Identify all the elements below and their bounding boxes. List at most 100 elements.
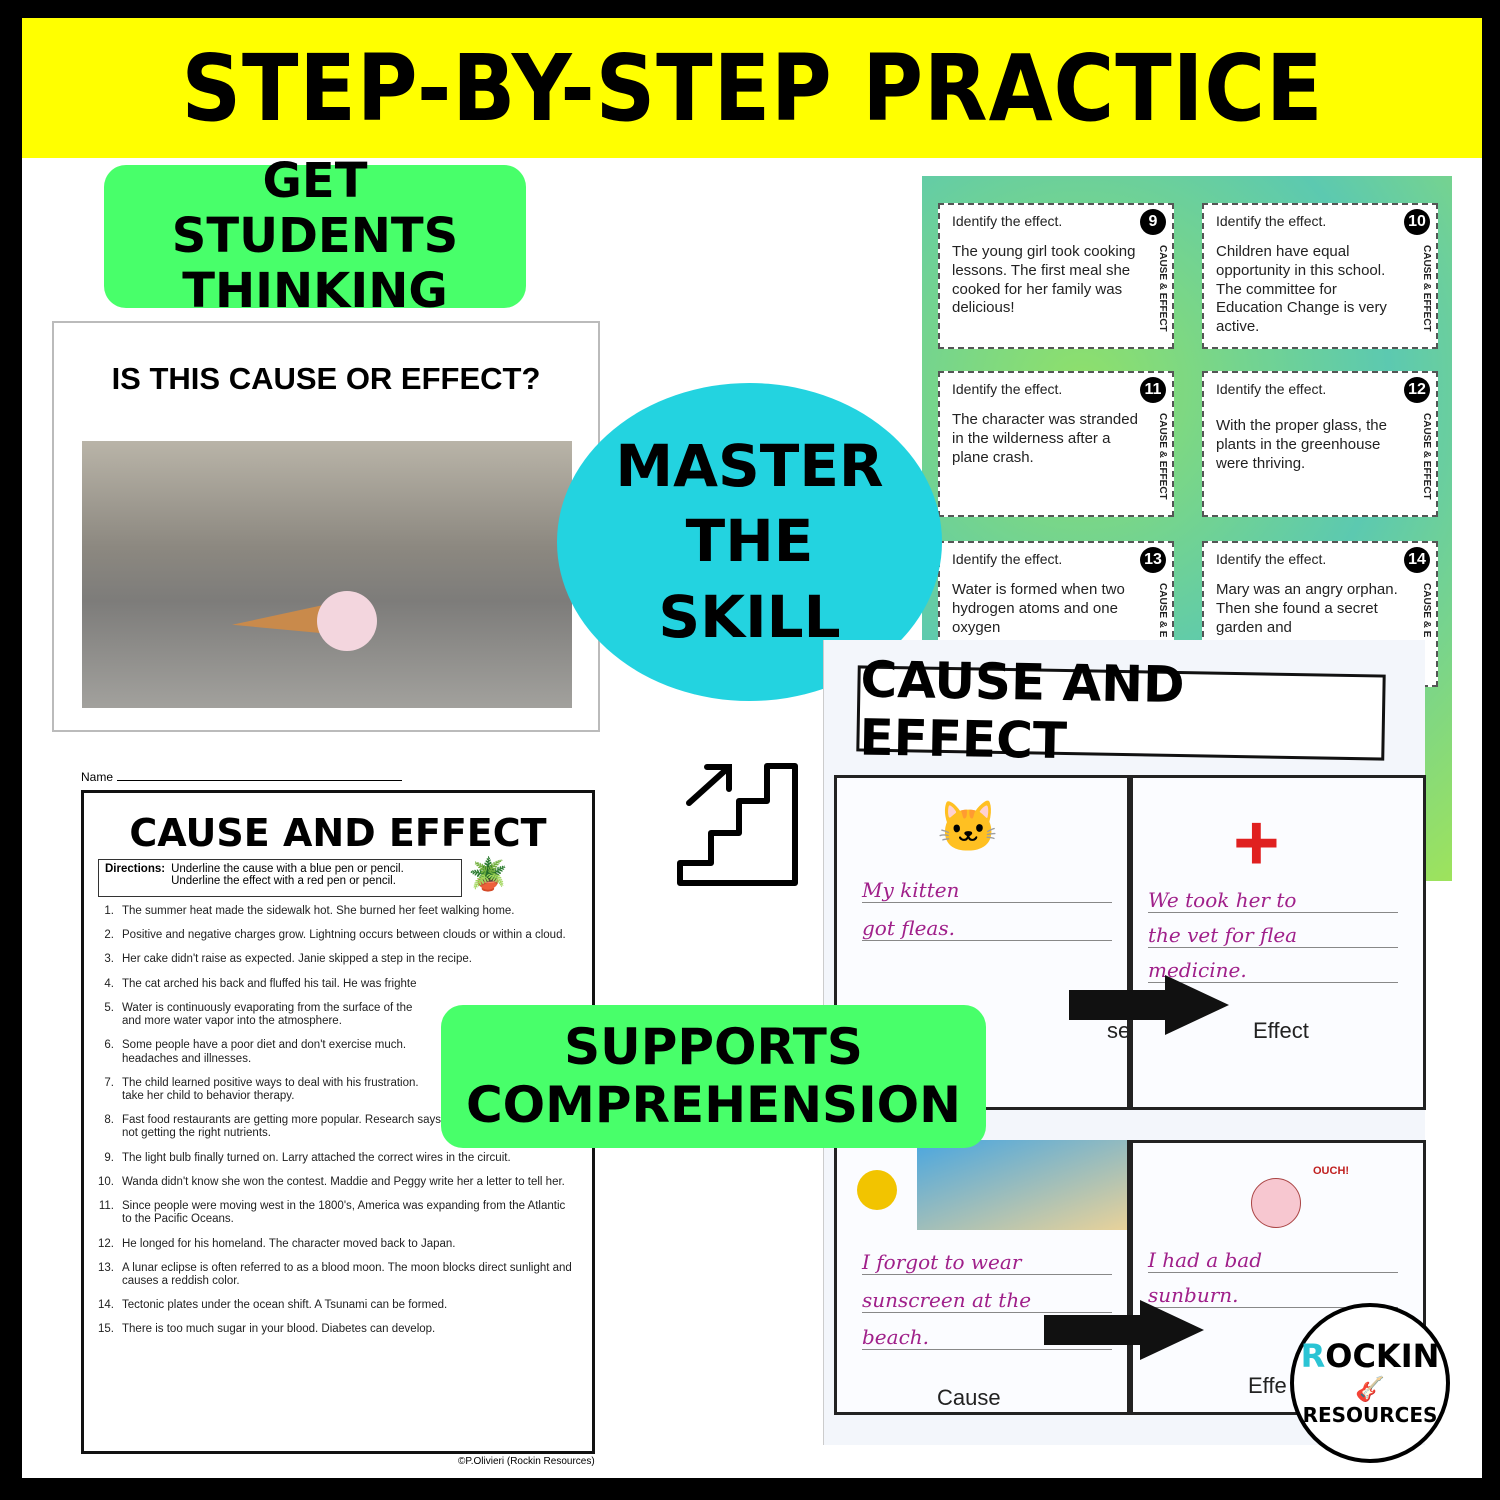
scoop-shape xyxy=(317,591,377,651)
guitar-icon: 🎸 xyxy=(1355,1375,1385,1403)
question-number: 9. xyxy=(104,1151,114,1164)
question-list: 1. The summer heat made the sidewalk hot.… xyxy=(98,905,578,1348)
card-text: Children have equal opportunity in this … xyxy=(1216,243,1387,335)
handwriting: beach. xyxy=(862,1325,1112,1350)
handwriting: sunburn. xyxy=(1148,1283,1398,1308)
card-text: With the proper glass, the plants in the… xyxy=(1216,417,1387,472)
card-prompt: Identify the effect. xyxy=(952,381,1063,397)
card-prompt: Identify the effect. xyxy=(1216,551,1327,567)
logo-line2: RESOURCES xyxy=(1302,1403,1438,1427)
question-item: 9. The light bulb finally turned on. Larr… xyxy=(98,1152,578,1165)
question-text: Wanda didn't know she won the contest. M… xyxy=(122,1175,565,1188)
copyright: ©P.Olivieri (Rockin Resources) xyxy=(458,1456,595,1467)
watering-can-plants-icon: 🪴 xyxy=(468,856,508,892)
question-text: Tectonic plates under the ocean shift. A… xyxy=(122,1299,448,1312)
question-number: 14. xyxy=(98,1299,114,1312)
red-cross-icon: + xyxy=(1233,798,1280,887)
card-side-label: CAUSE & EFFECT xyxy=(1421,413,1432,500)
card-number: 14 xyxy=(1404,547,1430,573)
question-text: Her cake didn't raise as expected. Janie… xyxy=(122,953,472,966)
question-item: 12.He longed for his homeland. The chara… xyxy=(98,1238,578,1251)
handwriting: the vet for flea xyxy=(1148,923,1398,948)
question-text: Water is continuously evaporating from t… xyxy=(122,1001,413,1028)
handwriting: I forgot to wear xyxy=(862,1250,1112,1275)
handwriting: got fleas. xyxy=(862,916,1112,941)
cell-label: Effect xyxy=(1253,1018,1309,1043)
question-text: The child learned positive ways to deal … xyxy=(122,1076,419,1102)
handwriting: medicine. xyxy=(1148,958,1398,983)
question-number: 4. xyxy=(104,977,114,990)
handwriting: My kitten xyxy=(862,878,1112,903)
question-item: 11. Since people were moving west in the … xyxy=(98,1200,578,1226)
question-item: 5. Water is continuously evaporating from… xyxy=(98,1002,578,1028)
question-item: 6. Some people have a poor diet and don't… xyxy=(98,1039,578,1065)
question-item: 4. The cat arched his back and fluffed hi… xyxy=(98,978,578,991)
card-prompt: Identify the effect. xyxy=(1216,213,1327,229)
notebook-title: CAUSE AND EFFECT xyxy=(856,650,1386,770)
logo-line1: OCKIN xyxy=(1325,1337,1440,1375)
card-number: 12 xyxy=(1404,377,1430,403)
card-side-label: CAUSE & EFFECT xyxy=(1157,413,1168,500)
name-label: Name xyxy=(81,770,114,784)
question-text: A lunar eclipse is often referred to as … xyxy=(122,1261,572,1287)
question-text: The cat arched his back and fluffed his … xyxy=(122,977,417,990)
directions-label: Directions: xyxy=(105,863,166,875)
question-item: 2.Positive and negative charges grow. Li… xyxy=(98,929,578,942)
question-item: 3. Her cake didn't raise as expected. Jan… xyxy=(98,953,578,966)
card-number: 13 xyxy=(1140,547,1166,573)
cell-label: se xyxy=(1107,1018,1131,1043)
question-number: 13. xyxy=(98,1261,114,1274)
question-text: The light bulb finally turned on. Larry … xyxy=(122,1151,511,1164)
question-text: He longed for his homeland. The characte… xyxy=(122,1237,456,1250)
interactive-notebook-photo: CAUSE AND EFFECT 🐱 My kitten got fleas. … xyxy=(823,640,1426,1445)
card-prompt: Identify the effect. xyxy=(952,213,1063,229)
slide-title: IS THIS CAUSE OR EFFECT? xyxy=(111,361,541,396)
card-side-label: CAUSE & EFFECT xyxy=(1421,245,1432,332)
question-item: 10.Wanda didn't know she won the contest… xyxy=(98,1176,578,1189)
question-text: Some people have a poor diet and don't e… xyxy=(122,1039,407,1065)
get-students-thinking-badge: GET STUDENTS THINKING xyxy=(104,153,526,319)
question-number: 6. xyxy=(104,1039,114,1052)
direction-line: Underline the effect with a red pen or p… xyxy=(171,875,396,887)
notebook-cell-effect-1: + We took her to the vet for flea medici… xyxy=(1130,775,1426,1110)
sad-face-drawing-icon xyxy=(1251,1178,1301,1228)
question-number: 3. xyxy=(104,953,114,966)
handwriting: sunscreen at the xyxy=(862,1288,1112,1313)
question-item: 13. A lunar eclipse is often referred to … xyxy=(98,1262,578,1288)
handwriting: We took her to xyxy=(1148,888,1398,913)
question-text: The summer heat made the sidewalk hot. S… xyxy=(122,905,515,917)
ouch-text: OUCH! xyxy=(1313,1165,1350,1177)
directions-box: Directions: Underline the cause with a b… xyxy=(98,859,462,897)
notebook-cell-cause-2: I forgot to wear sunscreen at the beach.… xyxy=(834,1140,1130,1415)
question-number: 15. xyxy=(98,1323,114,1336)
page-title: STEP-BY-STEP PRACTICE xyxy=(180,34,1323,142)
question-number: 2. xyxy=(104,929,114,942)
handwriting: I had a bad xyxy=(1148,1248,1398,1273)
question-text: Since people were moving west in the 180… xyxy=(122,1200,566,1226)
name-field: Name xyxy=(81,770,403,784)
master-line: SKILL xyxy=(658,582,841,651)
question-number: 5. xyxy=(104,1001,114,1014)
worksheet-title: CAUSE AND EFFECT xyxy=(129,811,547,855)
question-item: 15.There is too much sugar in your blood… xyxy=(98,1323,578,1336)
question-number: 11. xyxy=(98,1200,114,1213)
card-prompt: Identify the effect. xyxy=(1216,381,1327,397)
direction-line: Underline the cause with a blue pen or p… xyxy=(171,863,404,875)
card-side-label: CAUSE & EFFECT xyxy=(1157,245,1168,332)
promo-canvas: STEP-BY-STEP PRACTICE GET STUDENTS THINK… xyxy=(22,18,1482,1478)
card-number: 10 xyxy=(1404,209,1430,235)
question-item: 1. The summer heat made the sidewalk hot.… xyxy=(98,905,578,918)
question-number: 1. xyxy=(104,905,114,917)
sun-drawing-icon xyxy=(857,1170,897,1210)
stairs-icon xyxy=(677,763,798,886)
question-item: 14. Tectonic plates under the ocean shift… xyxy=(98,1299,578,1312)
card-prompt: Identify the effect. xyxy=(952,551,1063,567)
question-item: 7.The child learned positive ways to dea… xyxy=(98,1077,578,1103)
dropped-ice-cream-photo xyxy=(82,441,572,708)
rockin-resources-logo: ROCKIN 🎸 RESOURCES xyxy=(1290,1303,1450,1463)
cell-label: Effe xyxy=(1248,1373,1287,1398)
card-text: Mary was an angry orphan. Then she found… xyxy=(1216,581,1398,636)
card-text: The young girl took cooking lessons. The… xyxy=(952,243,1136,317)
